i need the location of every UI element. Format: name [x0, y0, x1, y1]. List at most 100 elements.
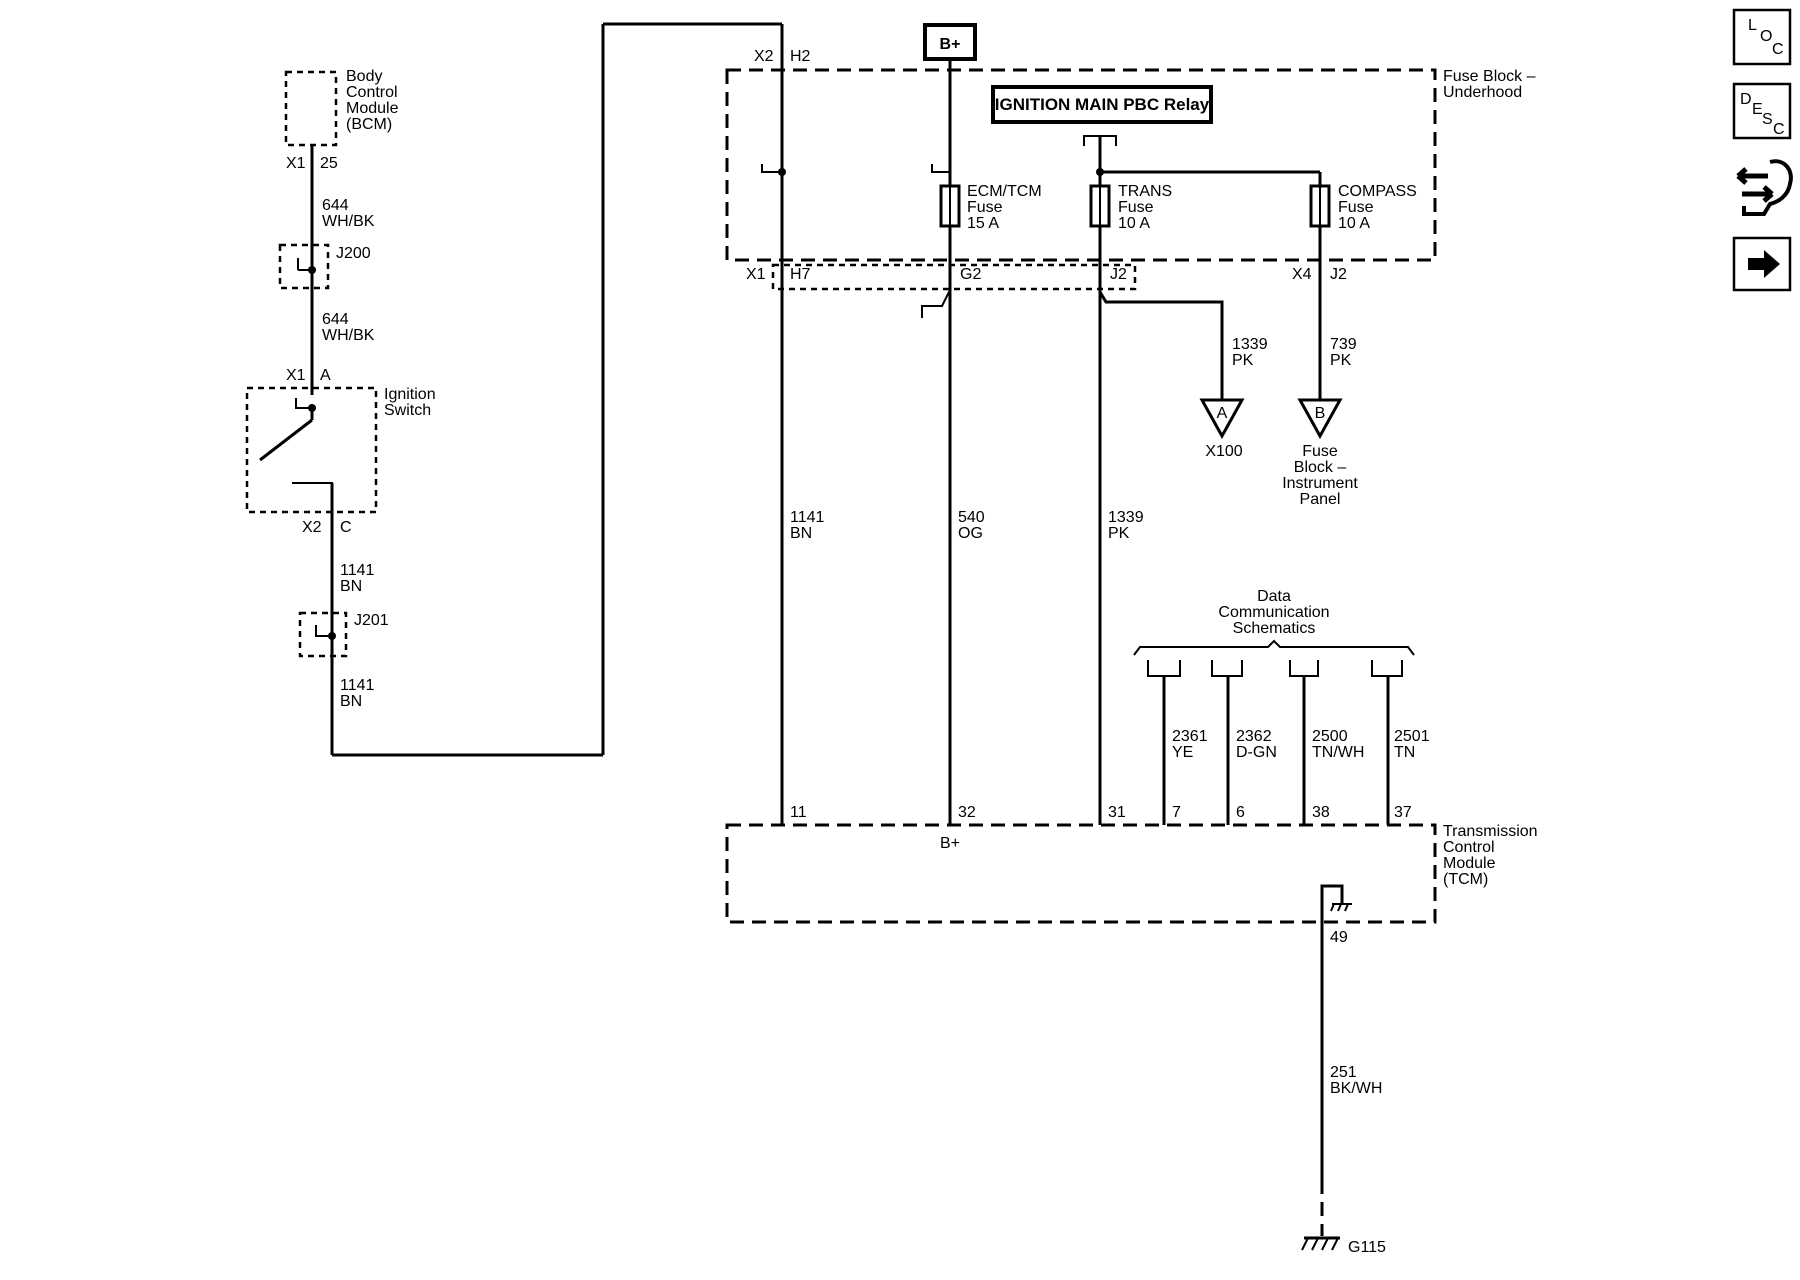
data-comm-label-line1: Data [1257, 588, 1291, 605]
offpage-connector-a: A X100 [1199, 398, 1245, 460]
fuse-block-label-line2: Underhood [1443, 84, 1522, 101]
compass-fuse-rating: 10 A [1338, 215, 1370, 232]
wire-2361-number: 2361 [1172, 728, 1208, 745]
tcm-label-line4: (TCM) [1443, 871, 1488, 888]
fuse-block-label-line1: Fuse Block – [1443, 68, 1536, 85]
bcm-label-line4: (BCM) [346, 116, 392, 133]
fb-connector-x1: X1 [746, 266, 766, 283]
splice-j200-label: J200 [336, 245, 371, 262]
bcm-label-line1: Body [346, 68, 382, 85]
wire-251-color: BK/WH [1330, 1080, 1382, 1097]
wire-1339-color-offpage: PK [1232, 352, 1254, 369]
wire-1339-color-tcm: PK [1108, 525, 1130, 542]
wire-644-color-lower: WH/BK [322, 327, 375, 344]
wire-1141-number-upper: 1141 [340, 562, 375, 579]
trans-fuse-word: Fuse [1118, 199, 1154, 216]
wire-1141-ignition: 1141 BN 1141 BN [330, 22, 784, 757]
fuse-block-underhood: Fuse Block – Underhood X2 H2 X1 H7 G2 J2… [725, 48, 1536, 291]
wire-1339-number-tcm: 1339 [1108, 509, 1144, 526]
tcm-pin-31: 31 [1108, 804, 1126, 821]
wire-739-number: 739 [1330, 336, 1357, 353]
splice-j200: J200 [278, 243, 371, 290]
data-comm-label-line2: Communication [1218, 604, 1329, 621]
trans-fuse-circuit: TRANS Fuse 10 A 1339 PK 1339 PK [1089, 172, 1268, 825]
compass-fuse-word: Fuse [1338, 199, 1374, 216]
ignition-switch: X1 A Ignition Switch X2 C [245, 367, 436, 536]
wire-251-number: 251 [1330, 1064, 1357, 1081]
compass-fuse-circuit: COMPASS Fuse 10 A 739 PK [1309, 172, 1417, 400]
tcm-label-line1: Transmission [1443, 823, 1538, 840]
description-button[interactable]: D E S C [1732, 82, 1792, 140]
compass-fuse-name: COMPASS [1338, 183, 1417, 200]
loc-letter-c: C [1772, 41, 1784, 58]
wire-644-number-lower: 644 [322, 311, 349, 328]
relay-label: IGNITION MAIN PBC Relay [995, 95, 1210, 114]
battery-positive: B+ [923, 23, 977, 61]
ignition-switch-label-line1: Ignition [384, 386, 436, 403]
ground-g115-label: G115 [1348, 1239, 1386, 1256]
ignition-switch-label-line2: Switch [384, 402, 431, 419]
fb-pin-g2: G2 [960, 266, 981, 283]
offpage-b-label-line2: Block – [1294, 459, 1347, 476]
wire-644-number-upper: 644 [322, 197, 349, 214]
next-page-button[interactable] [1732, 236, 1792, 292]
data-comm-label-line3: Schematics [1233, 620, 1316, 637]
tcm-pin-11: 11 [790, 804, 807, 821]
data-communication-schematics: Data Communication Schematics 2361 YE 23… [1133, 588, 1430, 825]
wire-1141-number-lower: 1141 [340, 677, 375, 694]
wire-1141-number-tcm: 1141 [790, 509, 825, 526]
offpage-a-label: X100 [1205, 443, 1242, 460]
loc-letter-o: O [1760, 28, 1772, 45]
connector-repair-button[interactable] [1736, 159, 1793, 216]
desc-letter-s: S [1762, 111, 1773, 128]
wire-2362-number: 2362 [1236, 728, 1272, 745]
transmission-control-module: Transmission Control Module (TCM) 11 32 … [725, 804, 1538, 946]
ign-connector-x2: X2 [302, 519, 322, 536]
bcm-label-line3: Module [346, 100, 399, 117]
ecm-tcm-fuse-name: ECM/TCM [967, 183, 1042, 200]
offpage-b-letter: B [1315, 405, 1326, 422]
connector-wrench-icon [1736, 159, 1793, 216]
wire-1141-color-lower: BN [340, 693, 362, 710]
wire-2500-number: 2500 [1312, 728, 1348, 745]
trans-fuse-name: TRANS [1118, 183, 1172, 200]
wire-1141-color-tcm: BN [790, 525, 812, 542]
wire-644-color-upper: WH/BK [322, 213, 375, 230]
tcm-pin-32: 32 [958, 804, 976, 821]
location-button[interactable]: L O C [1732, 8, 1792, 66]
wire-2501-color: TN [1394, 744, 1415, 761]
ignition-main-relay: IGNITION MAIN PBC Relay [991, 85, 1320, 176]
tcm-bplus-label: B+ [940, 835, 960, 852]
desc-letter-c: C [1773, 121, 1785, 138]
wire-2501-number: 2501 [1394, 728, 1430, 745]
tcm-pin-49: 49 [1330, 929, 1348, 946]
tcm-pin-37: 37 [1394, 804, 1412, 821]
fb-connector-x2: X2 [754, 48, 774, 65]
arrow-right-icon [1748, 250, 1780, 278]
battery-label: B+ [940, 36, 961, 53]
ecm-tcm-fuse-rating: 15 A [967, 215, 999, 232]
offpage-connector-b: B Fuse Block – Instrument Panel [1282, 398, 1358, 508]
wire-1141-passthrough: 1141 BN [761, 70, 825, 825]
bcm-connector-x1: X1 [286, 155, 306, 172]
fb-pin-j2-trans: J2 [1110, 266, 1127, 283]
loc-letter-l: L [1748, 17, 1757, 34]
body-control-module: Body Control Module (BCM) X1 25 [284, 68, 399, 172]
offpage-a-letter: A [1217, 405, 1228, 422]
ign-pin-a: A [320, 367, 331, 384]
splice-j201-label: J201 [354, 612, 389, 629]
bcm-label-line2: Control [346, 84, 398, 101]
wire-2500-color: TN/WH [1312, 744, 1364, 761]
ground-g115: 251 BK/WH G115 [1301, 922, 1386, 1256]
ign-pin-c: C [340, 519, 352, 536]
wire-644: 644 WH/BK 644 WH/BK [310, 145, 375, 395]
tcm-pin-38: 38 [1312, 804, 1330, 821]
offpage-b-label-line4: Panel [1300, 491, 1341, 508]
fb-pin-h2: H2 [790, 48, 811, 65]
wire-540-color: OG [958, 525, 983, 542]
ign-connector-x1: X1 [286, 367, 306, 384]
wire-540-number: 540 [958, 509, 985, 526]
offpage-b-label-line1: Fuse [1302, 443, 1338, 460]
splice-j201: J201 [298, 611, 389, 658]
